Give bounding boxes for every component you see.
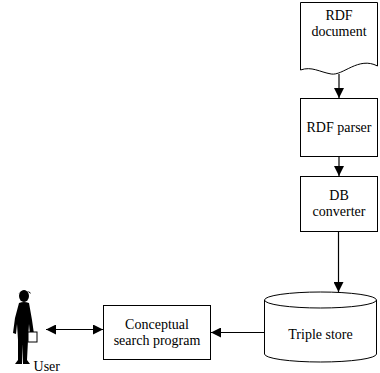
node-label: Triple store	[284, 327, 356, 343]
process-box: RDF parser	[300, 98, 378, 157]
node-label: RDF document	[303, 8, 375, 40]
arrow-connector	[211, 332, 264, 333]
user-figure: User	[10, 288, 60, 372]
arrow-connector	[46, 329, 103, 330]
document-shape: RDF document	[300, 2, 378, 78]
arrow-connector	[338, 232, 339, 292]
actor-label: User	[34, 360, 60, 373]
node-label: Conceptual search program	[104, 317, 210, 349]
arrow-connector	[338, 74, 339, 98]
process-box: DB converter	[300, 176, 378, 232]
node-label: DB converter	[303, 188, 375, 220]
node-label: RDF parser	[303, 120, 376, 136]
database-cylinder: Triple store	[264, 292, 377, 362]
arrow-connector	[338, 157, 339, 176]
process-box: Conceptual search program	[103, 305, 211, 360]
